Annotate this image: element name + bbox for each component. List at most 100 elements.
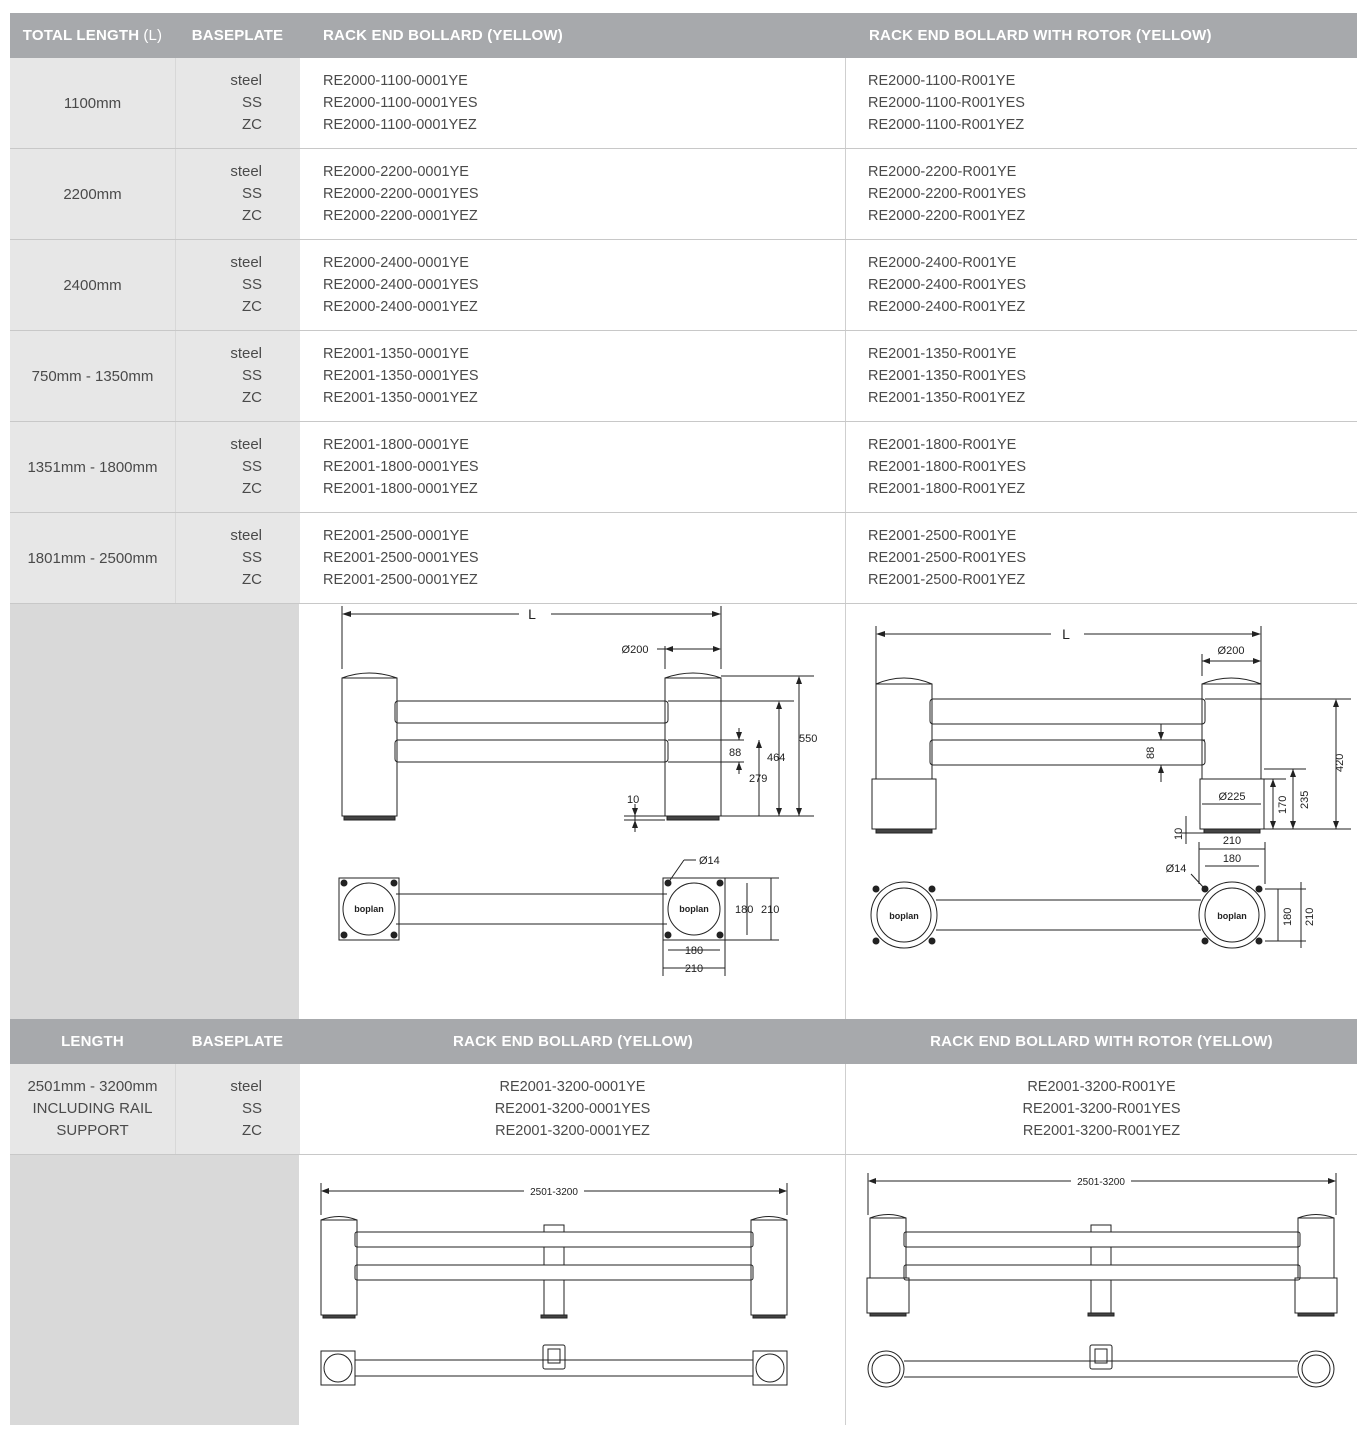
length-cell: 1100mm xyxy=(10,58,175,148)
table-row: 1351mm - 1800mm steel SS ZC RE2001-1800-… xyxy=(10,422,1357,513)
table-row: 2200mm steel SS ZC RE2000-2200-0001YE RE… xyxy=(10,149,1357,240)
dim-height-10: 10 xyxy=(1173,828,1185,840)
header-length-symbol: (L) xyxy=(143,27,163,44)
baseplate-cell: steel SS ZC xyxy=(175,58,300,148)
dim-height-10: 10 xyxy=(627,794,639,806)
drawing-row: 2501-3200 xyxy=(10,1155,1357,1425)
spec-sheet: TOTAL LENGTH (L) BASEPLATE RACK END BOLL… xyxy=(10,13,1357,1425)
article-code: RE2001-2500-R001YES xyxy=(868,550,1026,566)
table1-header: TOTAL LENGTH (L) BASEPLATE RACK END BOLL… xyxy=(10,13,1357,58)
header-total-length-label: TOTAL LENGTH xyxy=(22,27,140,44)
rack-end-codes: RE2001-1350-0001YE RE2001-1350-0001YES R… xyxy=(300,331,846,421)
baseplate-cell: steel SS ZC xyxy=(175,422,300,512)
article-code: RE2001-2500-0001YE xyxy=(323,528,469,544)
article-code: RE2001-3200-0001YE xyxy=(499,1079,646,1095)
baseplate-zc: ZC xyxy=(242,298,262,315)
dim-diameter-200: Ø200 xyxy=(622,644,649,656)
article-code: RE2001-3200-0001YEZ xyxy=(495,1123,650,1139)
rack-end-bollard-long-drawing: 2501-3200 xyxy=(299,1155,846,1425)
baseplate-ss: SS xyxy=(241,276,262,293)
rack-end-bollard-rotor-drawing: L Ø200 Ø225 xyxy=(846,604,1357,1019)
dim-length-label: L xyxy=(1062,626,1070,642)
dim-height-550: 550 xyxy=(799,733,817,745)
dim-height-170: 170 xyxy=(1277,796,1289,814)
article-code: RE2001-1800-R001YEZ xyxy=(868,481,1026,497)
article-code: RE2001-1800-0001YE xyxy=(323,437,469,453)
baseplate-cell: steel SS ZC xyxy=(175,149,300,239)
article-code: RE2001-3200-R001YES xyxy=(1022,1101,1181,1117)
dim-diameter-200: Ø200 xyxy=(1218,645,1245,657)
baseplate-zc: ZC xyxy=(242,571,262,588)
article-code: RE2000-1100-0001YE xyxy=(323,73,468,89)
dim-height-464: 464 xyxy=(767,752,785,764)
length-cell: 1801mm - 2500mm xyxy=(10,513,175,603)
table-row: 1100mm steel SS ZC RE2000-1100-0001YE RE… xyxy=(10,58,1357,149)
baseplate-cell: steel SS ZC xyxy=(175,331,300,421)
rotor-codes: RE2000-1100-R001YE RE2000-1100-R001YES R… xyxy=(846,58,1357,148)
dim-height-235: 235 xyxy=(1299,791,1311,809)
article-code: RE2001-1800-R001YE xyxy=(868,437,1017,453)
dim-plate-hole-v: 180 xyxy=(735,904,753,916)
rack-end-codes: RE2001-3200-0001YE RE2001-3200-0001YES R… xyxy=(300,1064,846,1154)
article-code: RE2001-3200-R001YE xyxy=(1027,1079,1176,1095)
rotor-codes: RE2000-2200-R001YE RE2000-2200-R001YES R… xyxy=(846,149,1357,239)
article-code: RE2000-1100-R001YES xyxy=(868,95,1025,111)
article-code: RE2000-2400-R001YES xyxy=(868,277,1026,293)
baseplate-zc: ZC xyxy=(242,207,262,224)
baseplate-zc: ZC xyxy=(242,116,262,133)
rotor-codes: RE2001-1350-R001YE RE2001-1350-R001YES R… xyxy=(846,331,1357,421)
dim-plate-hole-v: 180 xyxy=(1282,908,1294,926)
dim-plate-width-v: 210 xyxy=(761,904,779,916)
baseplate-ss: SS xyxy=(241,549,262,566)
header-rack-end-bollard-rotor: RACK END BOLLARD WITH ROTOR (YELLOW) xyxy=(869,27,1212,44)
dim-height-279: 279 xyxy=(749,773,767,785)
rack-end-codes: RE2001-1800-0001YE RE2001-1800-0001YES R… xyxy=(300,422,846,512)
article-code: RE2000-2200-0001YEZ xyxy=(323,208,478,224)
dim-length-range: 2501-3200 xyxy=(530,1187,578,1198)
dim-height-88: 88 xyxy=(1145,747,1157,759)
article-code: RE2000-2200-R001YEZ xyxy=(868,208,1026,224)
baseplate-zc: ZC xyxy=(242,480,262,497)
dim-diameter-225: Ø225 xyxy=(1219,791,1246,803)
article-code: RE2001-3200-0001YES xyxy=(494,1101,651,1117)
table-row: 2400mm steel SS ZC RE2000-2400-0001YE RE… xyxy=(10,240,1357,331)
article-code: RE2000-1100-0001YES xyxy=(323,95,478,111)
dim-height-420: 420 xyxy=(1334,754,1346,772)
baseplate-steel: steel xyxy=(230,527,262,544)
article-code: RE2000-1100-R001YEZ xyxy=(868,117,1025,133)
article-code: RE2001-1350-0001YEZ xyxy=(323,390,478,406)
header-total-length: TOTAL LENGTH (L) xyxy=(10,13,175,58)
article-code: RE2001-2500-R001YEZ xyxy=(868,572,1026,588)
drawing-side-panel xyxy=(10,1155,299,1425)
dim-hole-14: Ø14 xyxy=(1166,863,1187,875)
article-code: RE2001-2500-0001YES xyxy=(323,550,479,566)
baseplate-zc: ZC xyxy=(242,1122,262,1139)
drawing-row: L Ø200 xyxy=(10,604,1357,1019)
length-cell: 1351mm - 1800mm xyxy=(10,422,175,512)
rack-end-bollard-rotor-long-drawing: 2501-3200 xyxy=(846,1155,1357,1425)
rack-end-codes: RE2000-2400-0001YE RE2000-2400-0001YES R… xyxy=(300,240,846,330)
baseplate-ss: SS xyxy=(241,185,262,202)
baseplate-cell: steel SS ZC xyxy=(175,513,300,603)
length-range: 2501mm - 3200mm xyxy=(27,1078,158,1095)
logo-text: boplan xyxy=(889,911,919,921)
baseplate-steel: steel xyxy=(230,72,262,89)
article-code: RE2001-2500-R001YE xyxy=(868,528,1017,544)
article-code: RE2001-1350-R001YES xyxy=(868,368,1026,384)
rotor-codes: RE2001-3200-R001YE RE2001-3200-R001YES R… xyxy=(846,1064,1357,1154)
baseplate-ss: SS xyxy=(241,367,262,384)
rotor-codes: RE2000-2400-R001YE RE2000-2400-R001YES R… xyxy=(846,240,1357,330)
baseplate-steel: steel xyxy=(230,345,262,362)
dim-length-label: L xyxy=(528,606,536,622)
article-code: RE2000-1100-R001YE xyxy=(868,73,1016,89)
header-length: LENGTH xyxy=(61,1033,124,1050)
article-code: RE2000-2400-0001YE xyxy=(323,255,469,271)
length-note: INCLUDING RAIL xyxy=(32,1100,153,1117)
length-cell: 2200mm xyxy=(10,149,175,239)
article-code: RE2000-2400-0001YES xyxy=(323,277,479,293)
header-baseplate: BASEPLATE xyxy=(191,1033,284,1050)
baseplate-ss: SS xyxy=(241,458,262,475)
baseplate-ss: SS xyxy=(241,94,262,111)
article-code: RE2000-2200-0001YES xyxy=(323,186,479,202)
rack-end-codes: RE2000-2200-0001YE RE2000-2200-0001YES R… xyxy=(300,149,846,239)
